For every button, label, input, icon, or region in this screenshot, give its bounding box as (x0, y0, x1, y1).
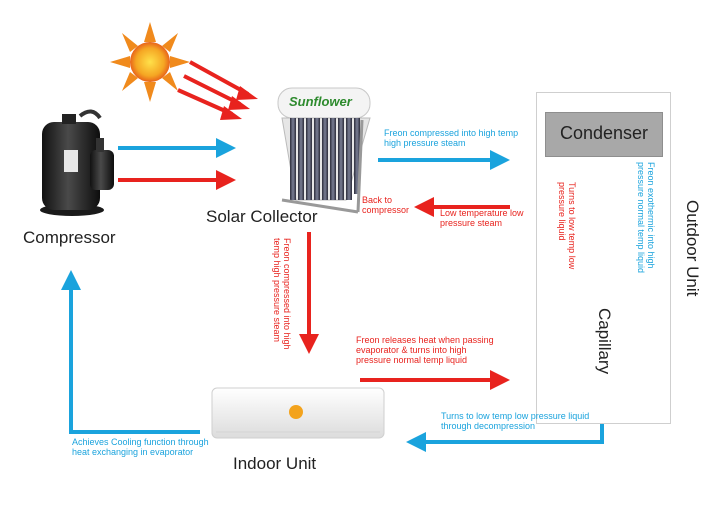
brand-label: Sunflower (289, 94, 352, 109)
freon-releases-heat-note: Freon releases heat when passing evapora… (356, 335, 494, 365)
indoor-unit-label: Indoor Unit (233, 454, 317, 473)
achieves-cooling-note: Achieves Cooling function through heat e… (72, 437, 209, 457)
freon-compressed-steam-note: Freon compressed into high temp high pre… (384, 128, 519, 148)
sun-icon (110, 22, 190, 102)
low-temp-steam-note: Low temperature low pressure steam (440, 208, 524, 228)
indoor-unit-icon (211, 387, 385, 439)
back-to-compressor-arrow (414, 197, 510, 217)
condenser-label: Condenser (559, 123, 649, 143)
collector-to-condenser-arrow (378, 150, 510, 170)
compressor-icon (40, 109, 114, 216)
freon-compressed-vertical-note: Freon compressed into high temp high pre… (272, 238, 292, 350)
sun-ray-arrows (177, 60, 258, 120)
condenser-box: Condenser (545, 112, 663, 157)
indoor-to-compressor-arrow (61, 270, 200, 434)
outdoor-unit-label: Outdoor Unit (683, 200, 702, 297)
compressor-to-collector-red-arrow (118, 170, 236, 190)
indoor-to-outdoor-arrow (360, 370, 510, 390)
solar-collector-icon (277, 87, 371, 214)
capillary-to-indoor-arrow (406, 422, 604, 452)
collector-to-indoor-arrow (299, 232, 319, 354)
solar-collector-label: Solar Collector (206, 207, 318, 226)
turns-low-temp-note: Turns to low temp low pressure liquid (557, 182, 577, 270)
compressor-to-collector-blue-arrow (118, 138, 236, 158)
back-to-compressor-note: Back to compressor (362, 195, 410, 215)
compressor-label: Compressor (23, 228, 116, 247)
freon-exothermic-note: Freon exothermic into high pressure norm… (636, 162, 656, 274)
capillary-label: Capillary (595, 308, 614, 375)
decompression-note: Turns to low temp low pressure liquid th… (441, 411, 590, 431)
